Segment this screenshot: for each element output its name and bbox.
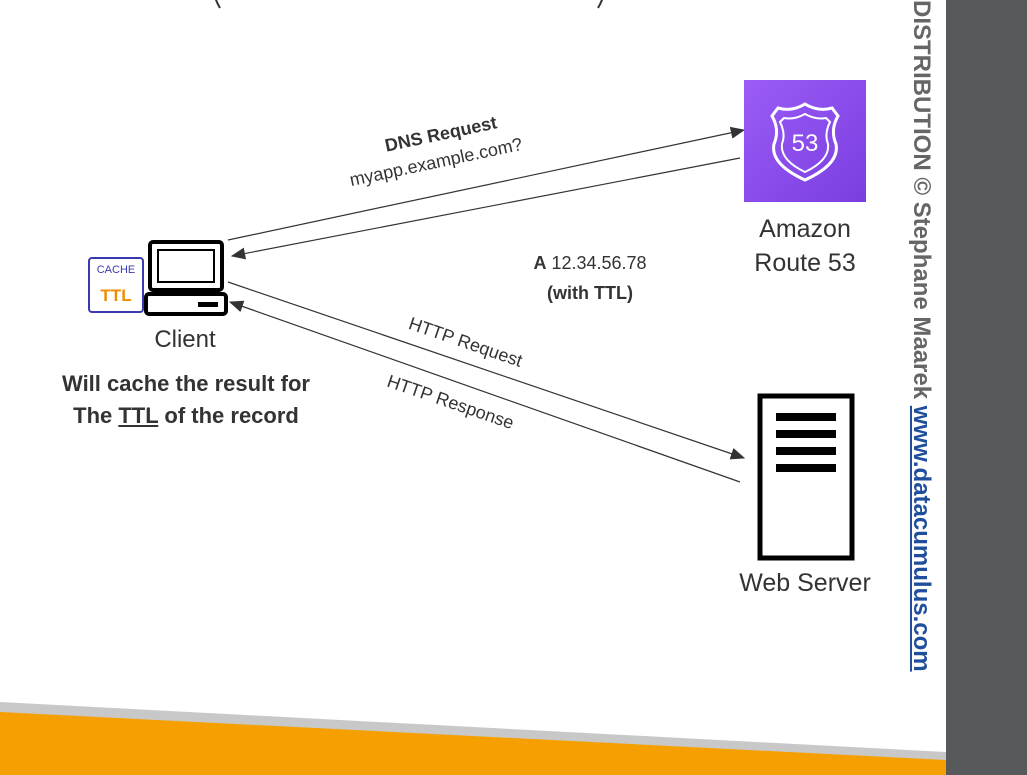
ttl-icon-label: TTL: [100, 286, 132, 305]
watermark-text: DISTRIBUTION © Stephane Maarek: [908, 0, 935, 406]
footer-swoosh: [0, 702, 946, 775]
ttl-note: (with TTL): [547, 283, 633, 303]
server-icon: [757, 393, 855, 561]
dns-response-label: A 12.34.56.78 (with TTL): [490, 248, 690, 308]
cache-icon-label: CACHE: [96, 264, 136, 276]
http-request-arrow: [227, 281, 746, 460]
watermark-link[interactable]: www.datacumulus.com: [908, 405, 935, 672]
cache-ttl-icon: CACHE TTL: [88, 257, 144, 313]
record-type: A: [533, 253, 547, 273]
watermark: DISTRIBUTION © Stephane Maarek www.datac…: [900, 0, 942, 745]
dns-request-arrow: [227, 126, 746, 241]
route53-icon: 53: [744, 80, 866, 202]
http-response-arrow: [228, 300, 741, 483]
title-bracket: [215, 0, 603, 9]
diagram-connections: [144, 126, 855, 561]
computer-icon: [144, 240, 228, 316]
route53-badge-number: 53: [792, 130, 819, 157]
ttl-underlined: TTL: [118, 403, 159, 428]
route53-label: Amazon Route 53: [754, 215, 856, 277]
record-ip: 12.34.56.78: [546, 253, 647, 273]
web-server-label: Web Server: [739, 569, 871, 597]
cache-note-line1: Will cache the result for: [62, 371, 310, 396]
dns-response-arrow: [230, 157, 741, 260]
right-sidebar-bar: [946, 0, 1027, 775]
cache-note-line2: The TTL of the record: [73, 403, 299, 428]
client-label: Client: [154, 326, 216, 353]
cache-note: Will cache the result for The TTL of the…: [36, 368, 336, 432]
